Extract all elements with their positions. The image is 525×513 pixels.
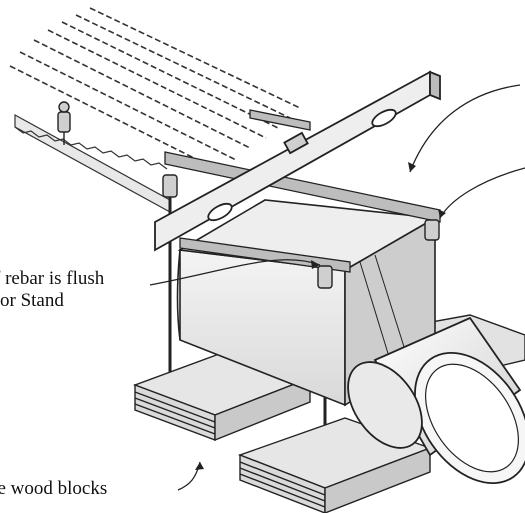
- callout-rebar-flush: f rebar is flush: [0, 268, 105, 289]
- deck-edge: [14, 113, 171, 214]
- rod-clamps: [162, 174, 440, 289]
- leader-arrowheads: [195, 162, 446, 470]
- leveling-bar: [154, 70, 441, 252]
- rebar-strands: [9, 7, 301, 173]
- callout-wood-blocks: ve wood blocks: [0, 478, 108, 499]
- pipe: [347, 316, 525, 484]
- top-channels: [164, 109, 441, 273]
- rebar-clip-left: [57, 101, 71, 145]
- callout-stand: or Stand: [0, 290, 64, 311]
